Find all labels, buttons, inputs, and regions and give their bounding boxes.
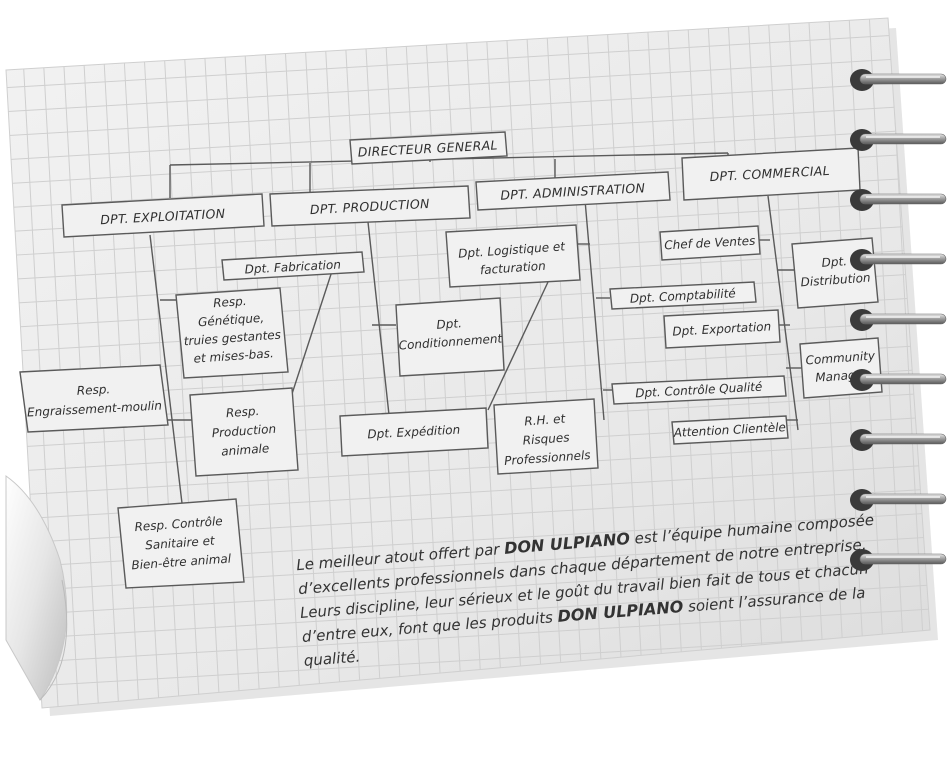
grid-line-vertical <box>403 18 447 708</box>
svg-text:Production: Production <box>211 422 276 440</box>
grid-line-vertical <box>928 18 930 708</box>
grid-line-vertical <box>342 18 386 708</box>
org-connectors <box>149 138 802 521</box>
grid-line-horizontal <box>6 79 930 137</box>
box-attention-clientele <box>671 415 789 445</box>
box-controle-sanitaire <box>117 498 245 589</box>
grid-line-horizontal <box>6 703 930 708</box>
binder-ring <box>850 489 947 511</box>
binder-rings <box>850 69 947 571</box>
box-rh <box>493 398 599 475</box>
svg-text:Resp.: Resp. <box>225 404 259 420</box>
paragraph-line-5: qualité. <box>303 648 361 670</box>
grid-line-vertical <box>484 18 528 708</box>
label-production-animale: Resp. Production animale <box>211 404 276 459</box>
grid-line-vertical <box>282 18 326 708</box>
binder-ring <box>850 249 947 271</box>
grid-line-vertical <box>383 18 427 708</box>
svg-text:R.H. et: R.H. et <box>524 412 567 429</box>
label-chef-ventes: Chef de Ventes <box>664 234 756 253</box>
label-controle-sanitaire: Resp. Contrôle Sanitaire et Bien-être an… <box>131 514 232 572</box>
binder-ring <box>850 69 947 91</box>
grid-line-vertical <box>322 18 366 708</box>
binder-ring <box>850 429 947 451</box>
box-community <box>799 337 883 399</box>
box-director <box>349 131 508 165</box>
page-curl <box>5 475 68 701</box>
grid-line-horizontal <box>6 103 930 161</box>
grid-line-vertical <box>463 18 507 708</box>
label-exportation: Dpt. Exportation <box>672 319 771 338</box>
label-director: DIRECTEUR GENERAL <box>357 137 498 159</box>
box-comptabilite <box>609 281 757 310</box>
box-dpt-administration <box>475 171 671 211</box>
label-dpt-exploitation: DPT. EXPLOITATION <box>100 206 226 228</box>
box-chef-ventes <box>659 225 761 261</box>
svg-text:Dpt.: Dpt. <box>821 254 847 270</box>
label-dpt-production: DPT. PRODUCTION <box>310 196 431 217</box>
svg-text:Resp.: Resp. <box>213 294 247 310</box>
box-expedition <box>339 407 489 457</box>
box-controle-qualite <box>611 375 787 405</box>
grid-line-vertical <box>302 18 346 708</box>
grid-line-vertical <box>443 18 487 708</box>
svg-text:Bien-être animal: Bien-être animal <box>131 551 232 572</box>
grid-line-horizontal <box>6 583 930 641</box>
label-rh: R.H. et Risques Professionnels <box>504 412 591 468</box>
label-controle-qualite: Dpt. Contrôle Qualité <box>635 380 763 401</box>
label-genetique: Resp. Génétique, truies gestantes et mis… <box>183 294 281 366</box>
grid-line-vertical <box>362 18 406 708</box>
binder-ring <box>850 309 947 331</box>
box-conditionnement <box>395 297 505 377</box>
svg-text:Distribution: Distribution <box>800 271 871 290</box>
box-logistique <box>445 224 581 288</box>
grid-line-vertical <box>423 18 467 708</box>
label-distribution: Dpt. Distribution <box>800 254 871 290</box>
svg-text:et mises-bas.: et mises-bas. <box>193 346 274 366</box>
svg-text:Sanitaire et: Sanitaire et <box>145 534 217 553</box>
grid-line-vertical <box>160 18 204 708</box>
grid-line-horizontal <box>6 631 930 689</box>
grid-line-horizontal <box>6 199 930 257</box>
binder-ring <box>850 129 947 151</box>
box-dpt-production <box>269 185 471 227</box>
binder-ring <box>850 189 947 211</box>
label-comptabilite: Dpt. Comptabilité <box>630 286 737 306</box>
svg-text:Resp. Contrôle: Resp. Contrôle <box>134 514 223 534</box>
box-fabrication <box>221 251 365 281</box>
grid-line-vertical <box>544 18 588 708</box>
grid-line-horizontal <box>6 607 930 665</box>
grid-line-horizontal <box>6 31 930 89</box>
label-fabrication: Dpt. Fabrication <box>244 257 341 276</box>
binder-ring <box>850 369 947 391</box>
box-genetique <box>175 287 289 379</box>
svg-text:animale: animale <box>221 441 270 458</box>
svg-text:Génétique,: Génétique, <box>198 311 265 330</box>
grid-line-vertical <box>181 18 225 708</box>
box-dpt-exploitation <box>61 193 265 238</box>
svg-text:truies gestantes: truies gestantes <box>183 328 281 349</box>
box-production-animale <box>189 387 299 477</box>
svg-text:Resp.: Resp. <box>76 382 110 398</box>
grid-line-vertical <box>524 18 568 708</box>
svg-text:Risques: Risques <box>522 430 570 447</box>
label-expedition: Dpt. Expédition <box>367 423 460 442</box>
svg-text:Dpt.: Dpt. <box>436 316 462 332</box>
grid-line-horizontal <box>6 559 930 617</box>
grid-line-vertical <box>564 18 608 708</box>
box-exportation <box>663 309 781 349</box>
binder-ring <box>850 549 947 571</box>
org-boxes <box>19 131 883 589</box>
box-engraissement <box>19 364 169 433</box>
grid-line-horizontal <box>6 55 930 113</box>
svg-text:Professionnels: Professionnels <box>504 448 591 468</box>
grid-line-horizontal <box>6 439 930 497</box>
svg-text:facturation: facturation <box>480 259 547 278</box>
svg-text:Community: Community <box>805 349 876 368</box>
label-dpt-commercial: DPT. COMMERCIAL <box>709 163 830 184</box>
label-attention-clientele: Attention Clientèle <box>672 420 786 440</box>
grid-line-vertical <box>221 18 265 708</box>
